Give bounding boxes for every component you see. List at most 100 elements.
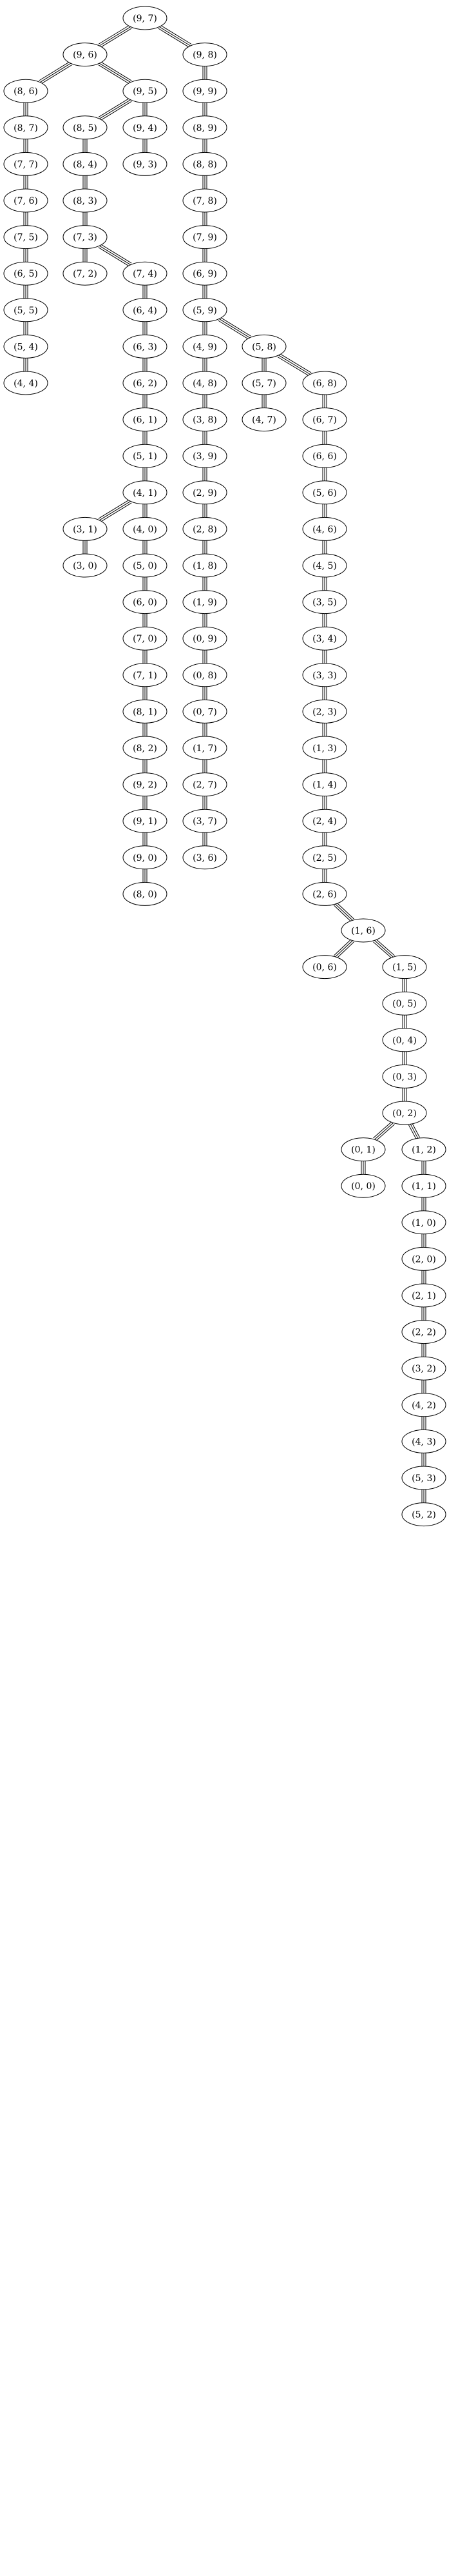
- node-label: (4, 3): [412, 1437, 436, 1447]
- node-n_1_5: (1, 5): [382, 955, 427, 979]
- node-label: (4, 6): [312, 524, 337, 535]
- node-label: (9, 4): [133, 123, 157, 133]
- edge-n_9_5-n_8_5: [98, 97, 130, 118]
- node-ellipse: [182, 115, 227, 140]
- edge-n_9_5-n_8_5: [99, 99, 131, 119]
- node-ellipse: [302, 516, 347, 541]
- node-ellipse: [3, 261, 48, 286]
- node-n_7_8: (7, 8): [182, 188, 227, 213]
- node-n_2_0: (2, 0): [401, 1246, 446, 1271]
- edge-n_0_2-n_0_1: [376, 1124, 395, 1141]
- node-label: (8, 0): [133, 889, 157, 900]
- node-label: (6, 5): [14, 269, 38, 279]
- node-label: (3, 7): [193, 816, 217, 827]
- node-label: (8, 5): [73, 123, 97, 133]
- node-n_1_6: (1, 6): [341, 918, 386, 943]
- node-ellipse: [182, 516, 227, 541]
- node-n_9_8: (9, 8): [182, 43, 227, 67]
- node-n_3_8: (3, 8): [182, 408, 227, 432]
- node-label: (7, 3): [73, 233, 97, 243]
- node-ellipse: [302, 480, 347, 505]
- node-n_1_1: (1, 1): [401, 1174, 446, 1198]
- node-label: (0, 7): [193, 707, 217, 717]
- node-n_8_5: (8, 5): [62, 115, 108, 140]
- node-label: (7, 8): [193, 196, 217, 206]
- node-ellipse: [122, 590, 167, 615]
- node-label: (7, 4): [133, 269, 157, 279]
- node-n_6_3: (6, 3): [122, 334, 167, 359]
- node-label: (0, 5): [392, 999, 417, 1009]
- node-n_4_4: (4, 4): [3, 371, 48, 395]
- edge-n_9_7-n_9_6: [100, 28, 132, 48]
- node-ellipse: [302, 444, 347, 468]
- node-ellipse: [302, 371, 347, 395]
- edge-n_5_8-n_6_8: [278, 355, 310, 375]
- node-ellipse: [401, 1174, 446, 1198]
- node-ellipse: [122, 881, 167, 906]
- node-n_0_8: (0, 8): [182, 663, 227, 687]
- node-n_3_6: (3, 6): [182, 845, 227, 870]
- node-ellipse: [122, 809, 167, 833]
- node-ellipse: [122, 516, 167, 541]
- node-n_9_3: (9, 3): [122, 152, 167, 176]
- edge-n_9_7-n_9_6: [98, 25, 130, 44]
- edge-n_1_6-n_0_6: [336, 941, 354, 959]
- node-ellipse: [302, 881, 347, 906]
- node-n_2_3: (2, 3): [302, 699, 347, 723]
- node-ellipse: [401, 1502, 446, 1527]
- node-n_1_8: (1, 8): [182, 553, 227, 578]
- edge-n_1_6-n_0_6: [334, 939, 352, 956]
- node-n_3_9: (3, 9): [182, 444, 227, 468]
- edge-n_9_6-n_8_6: [41, 64, 72, 84]
- node-label: (6, 0): [133, 598, 157, 608]
- node-ellipse: [182, 553, 227, 578]
- node-ellipse: [122, 115, 167, 140]
- node-n_4_5: (4, 5): [302, 553, 347, 578]
- node-label: (2, 7): [193, 780, 217, 791]
- node-ellipse: [242, 334, 287, 359]
- node-n_1_9: (1, 9): [182, 590, 227, 615]
- node-n_4_6: (4, 6): [302, 516, 347, 541]
- edge-n_2_6-n_1_6: [336, 902, 354, 919]
- edge-n_9_6-n_9_5: [98, 64, 130, 84]
- node-label: (3, 8): [193, 415, 217, 426]
- node-ellipse: [122, 444, 167, 468]
- node-label: (0, 4): [392, 1036, 417, 1046]
- node-label: (0, 2): [392, 1108, 417, 1119]
- edge-n_5_9-n_5_8: [220, 317, 251, 337]
- node-ellipse: [62, 553, 108, 578]
- node-label: (9, 9): [193, 86, 217, 97]
- node-n_0_2: (0, 2): [382, 1101, 427, 1125]
- node-label: (3, 1): [73, 524, 97, 535]
- node-n_8_6: (8, 6): [3, 79, 48, 103]
- node-n_7_3: (7, 3): [62, 225, 108, 250]
- edge-n_9_6-n_8_6: [39, 61, 70, 81]
- node-label: (5, 9): [193, 306, 217, 316]
- node-ellipse: [182, 809, 227, 833]
- node-label: (2, 1): [412, 1291, 436, 1301]
- node-n_6_1: (6, 1): [122, 408, 167, 432]
- edge-n_1_6-n_1_5: [376, 938, 395, 956]
- edge-n_9_7-n_9_8: [159, 26, 191, 46]
- node-ellipse: [62, 188, 108, 213]
- node-ellipse: [62, 225, 108, 250]
- node-label: (0, 1): [351, 1145, 376, 1155]
- node-ellipse: [122, 553, 167, 578]
- node-ellipse: [62, 516, 108, 541]
- edge-n_2_6-n_1_6: [335, 903, 353, 921]
- node-ellipse: [3, 115, 48, 140]
- node-n_1_2: (1, 2): [401, 1137, 446, 1162]
- node-ellipse: [182, 736, 227, 760]
- node-n_4_3: (4, 3): [401, 1429, 446, 1453]
- node-n_8_0: (8, 0): [122, 881, 167, 906]
- node-label: (8, 2): [133, 743, 157, 754]
- node-label: (9, 5): [133, 86, 157, 97]
- node-ellipse: [401, 1210, 446, 1235]
- node-ellipse: [122, 79, 167, 103]
- node-ellipse: [122, 261, 167, 286]
- node-label: (7, 6): [14, 196, 38, 206]
- node-ellipse: [302, 663, 347, 687]
- node-label: (5, 7): [252, 379, 276, 389]
- edge-n_7_3-n_7_4: [100, 244, 132, 264]
- node-ellipse: [182, 845, 227, 870]
